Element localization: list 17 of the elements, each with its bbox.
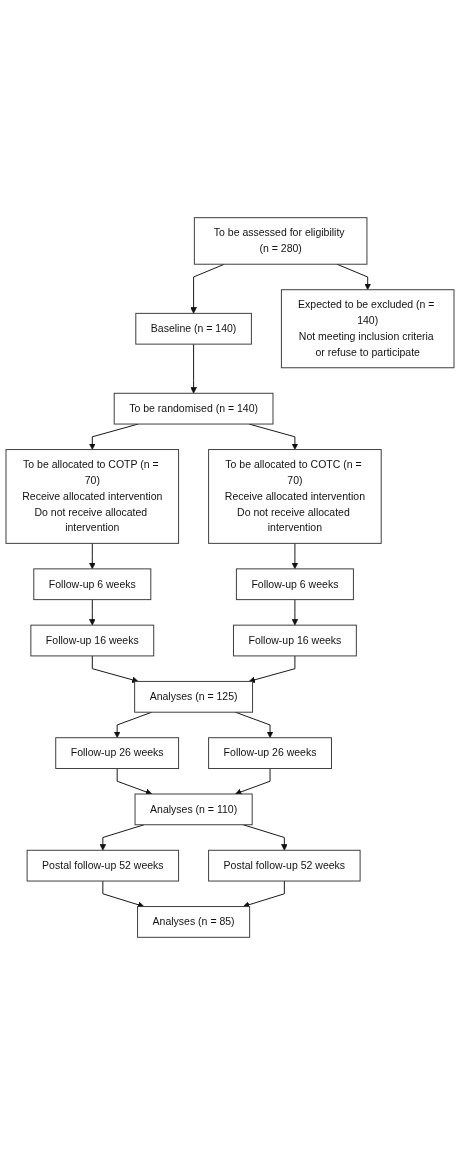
node-box: To be allocated to COTP (n = 70) Receive allocated intervention Do not receive allocated intervention <box>5 449 180 544</box>
node-box: Follow-up 16 weeks <box>30 624 155 657</box>
node-box: Expected to be excluded (n = 140) Not meeting inclusion criteria or refuse to participate <box>280 289 455 369</box>
node-box: To be randomised (n = 140) <box>113 392 274 425</box>
node-box: To be assessed for eligibility (n = 280) <box>193 217 368 265</box>
node-box: To be allocated to COTC (n = 70) Receive allocated intervention Do not receive allocated intervention <box>208 449 382 544</box>
node-box: Analyses (n = 125) <box>134 680 254 713</box>
node-box: Follow-up 16 weeks <box>233 624 357 657</box>
node-box: Follow-up 6 weeks <box>33 568 152 601</box>
node-box: Postal follow-up 52 weeks <box>208 849 361 882</box>
node-box: Analyses (n = 85) <box>137 906 251 938</box>
node-box: Follow-up 26 weeks <box>208 737 332 769</box>
node-box: Baseline (n = 140) <box>135 312 252 345</box>
node-box: Analyses (n = 110) <box>134 793 253 826</box>
node-box: Postal follow-up 52 weeks <box>26 849 180 882</box>
node-box: Follow-up 6 weeks <box>235 568 354 601</box>
node-box: Follow-up 26 weeks <box>55 737 180 769</box>
